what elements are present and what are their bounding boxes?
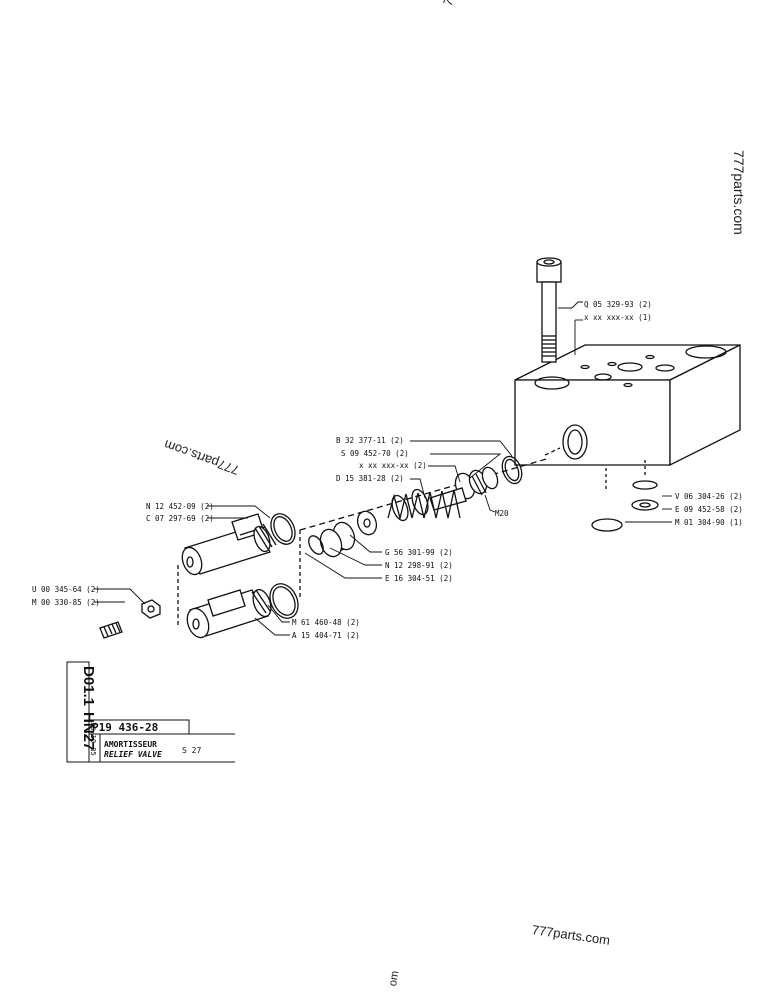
label-e-09-452-58: E 09 452-58 (2) [675,505,743,514]
label-v-06-304-26: V 06 304-26 (2) [675,492,743,501]
cartridge-lower [186,588,272,639]
title-code: D01.1 [80,666,97,706]
title-name-en: RELIEF VALVE [104,750,162,759]
label-u-00-345-64: U 00 345-64 (2) [32,585,100,594]
manifold-block [514,343,741,467]
leader-lines [94,301,672,636]
label-c-07-297-69: C 07 297-69 (2) [146,514,214,523]
label-m-00-330-85: M 00 330-85 (2) [32,598,100,607]
cartridge-upper [181,513,277,576]
label-n-12-298-91: N 12 298-91 (2) [385,561,453,570]
title-part-number: P19 436-28 [92,721,158,734]
label-x-xx-2: x xx xxx-xx (2) [359,461,427,470]
label-m20: M20 [495,509,509,518]
label-x-xx-1: x xx xxx-xx (1) [584,313,652,322]
title-model: HN27 [80,712,97,750]
label-d-15-381-28: D 15 381-28 (2) [336,474,404,483]
label-m-61-460-48: M 61 460-48 (2) [292,618,360,627]
title-name-fr: AMORTISSEUR [104,740,157,749]
label-m-01-304-90: M 01 304-90 (1) [675,518,743,527]
label-q-05-329-93: Q 05 329-93 (2) [584,300,652,309]
piston-cup [319,521,356,558]
spool [429,466,499,511]
title-ref: S 27 [182,746,201,755]
spring [387,488,461,522]
label-e-16-304-51: E 16 304-51 (2) [385,574,453,583]
title-date: 25-10-85 [89,722,97,756]
label-a-15-404-71: A 15 404-71 (2) [292,631,360,640]
title-block [66,661,235,763]
nut-and-setscrew [99,599,161,639]
label-n-12-452-09: N 12 452-09 (2) [146,502,214,511]
cap-screw [536,257,562,363]
label-s-09-452-70: S 09 452-70 (2) [341,449,409,458]
label-g-56-301-99: G 56 301-99 (2) [385,548,453,557]
bottom-seals [591,460,659,532]
watermark-right: 777parts.com [731,150,747,235]
label-b-32-377-11: B 32 377-11 (2) [336,436,404,445]
